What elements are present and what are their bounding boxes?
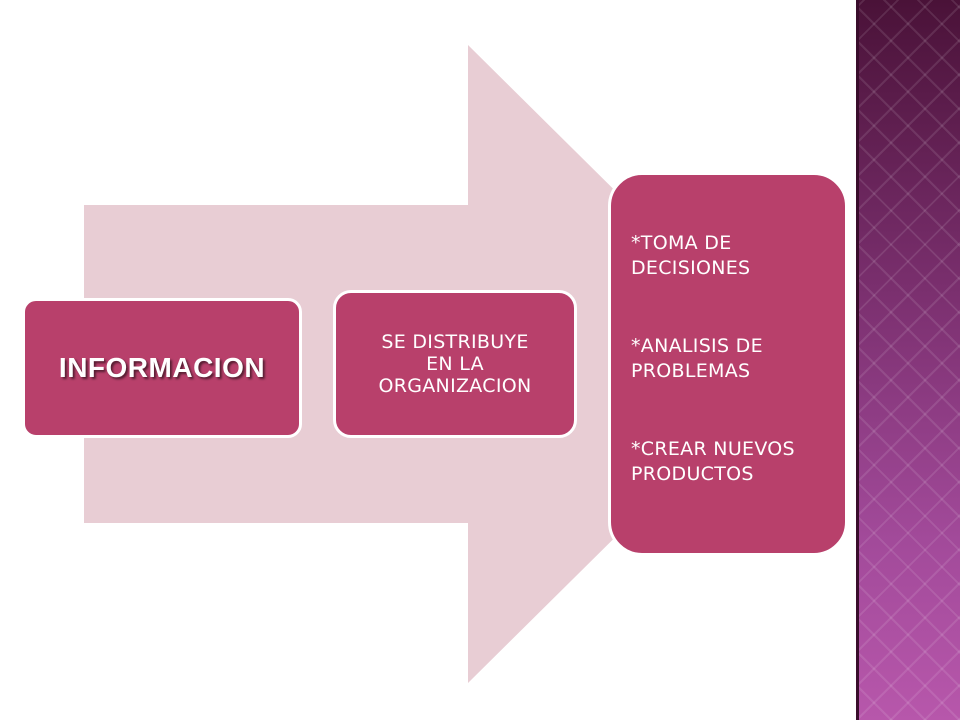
distribution-label: SE DISTRIBUYE EN LA ORGANIZACION [378,331,532,397]
outcomes-box: *TOMA DE DECISIONES *ANALISIS DE PROBLEM… [608,172,848,556]
side-strip-edge [856,0,859,720]
informacion-box: INFORMACION [22,298,302,438]
outcome-item-products: *CREAR NUEVOS PRODUCTOS [631,438,795,485]
distribution-box: SE DISTRIBUYE EN LA ORGANIZACION [333,290,577,438]
outcome-item-problems: *ANALISIS DE PROBLEMAS [631,335,763,382]
outcome-item-decisions: *TOMA DE DECISIONES [631,232,751,279]
informacion-label: INFORMACION [58,352,266,383]
decorative-side-strip [856,0,960,720]
